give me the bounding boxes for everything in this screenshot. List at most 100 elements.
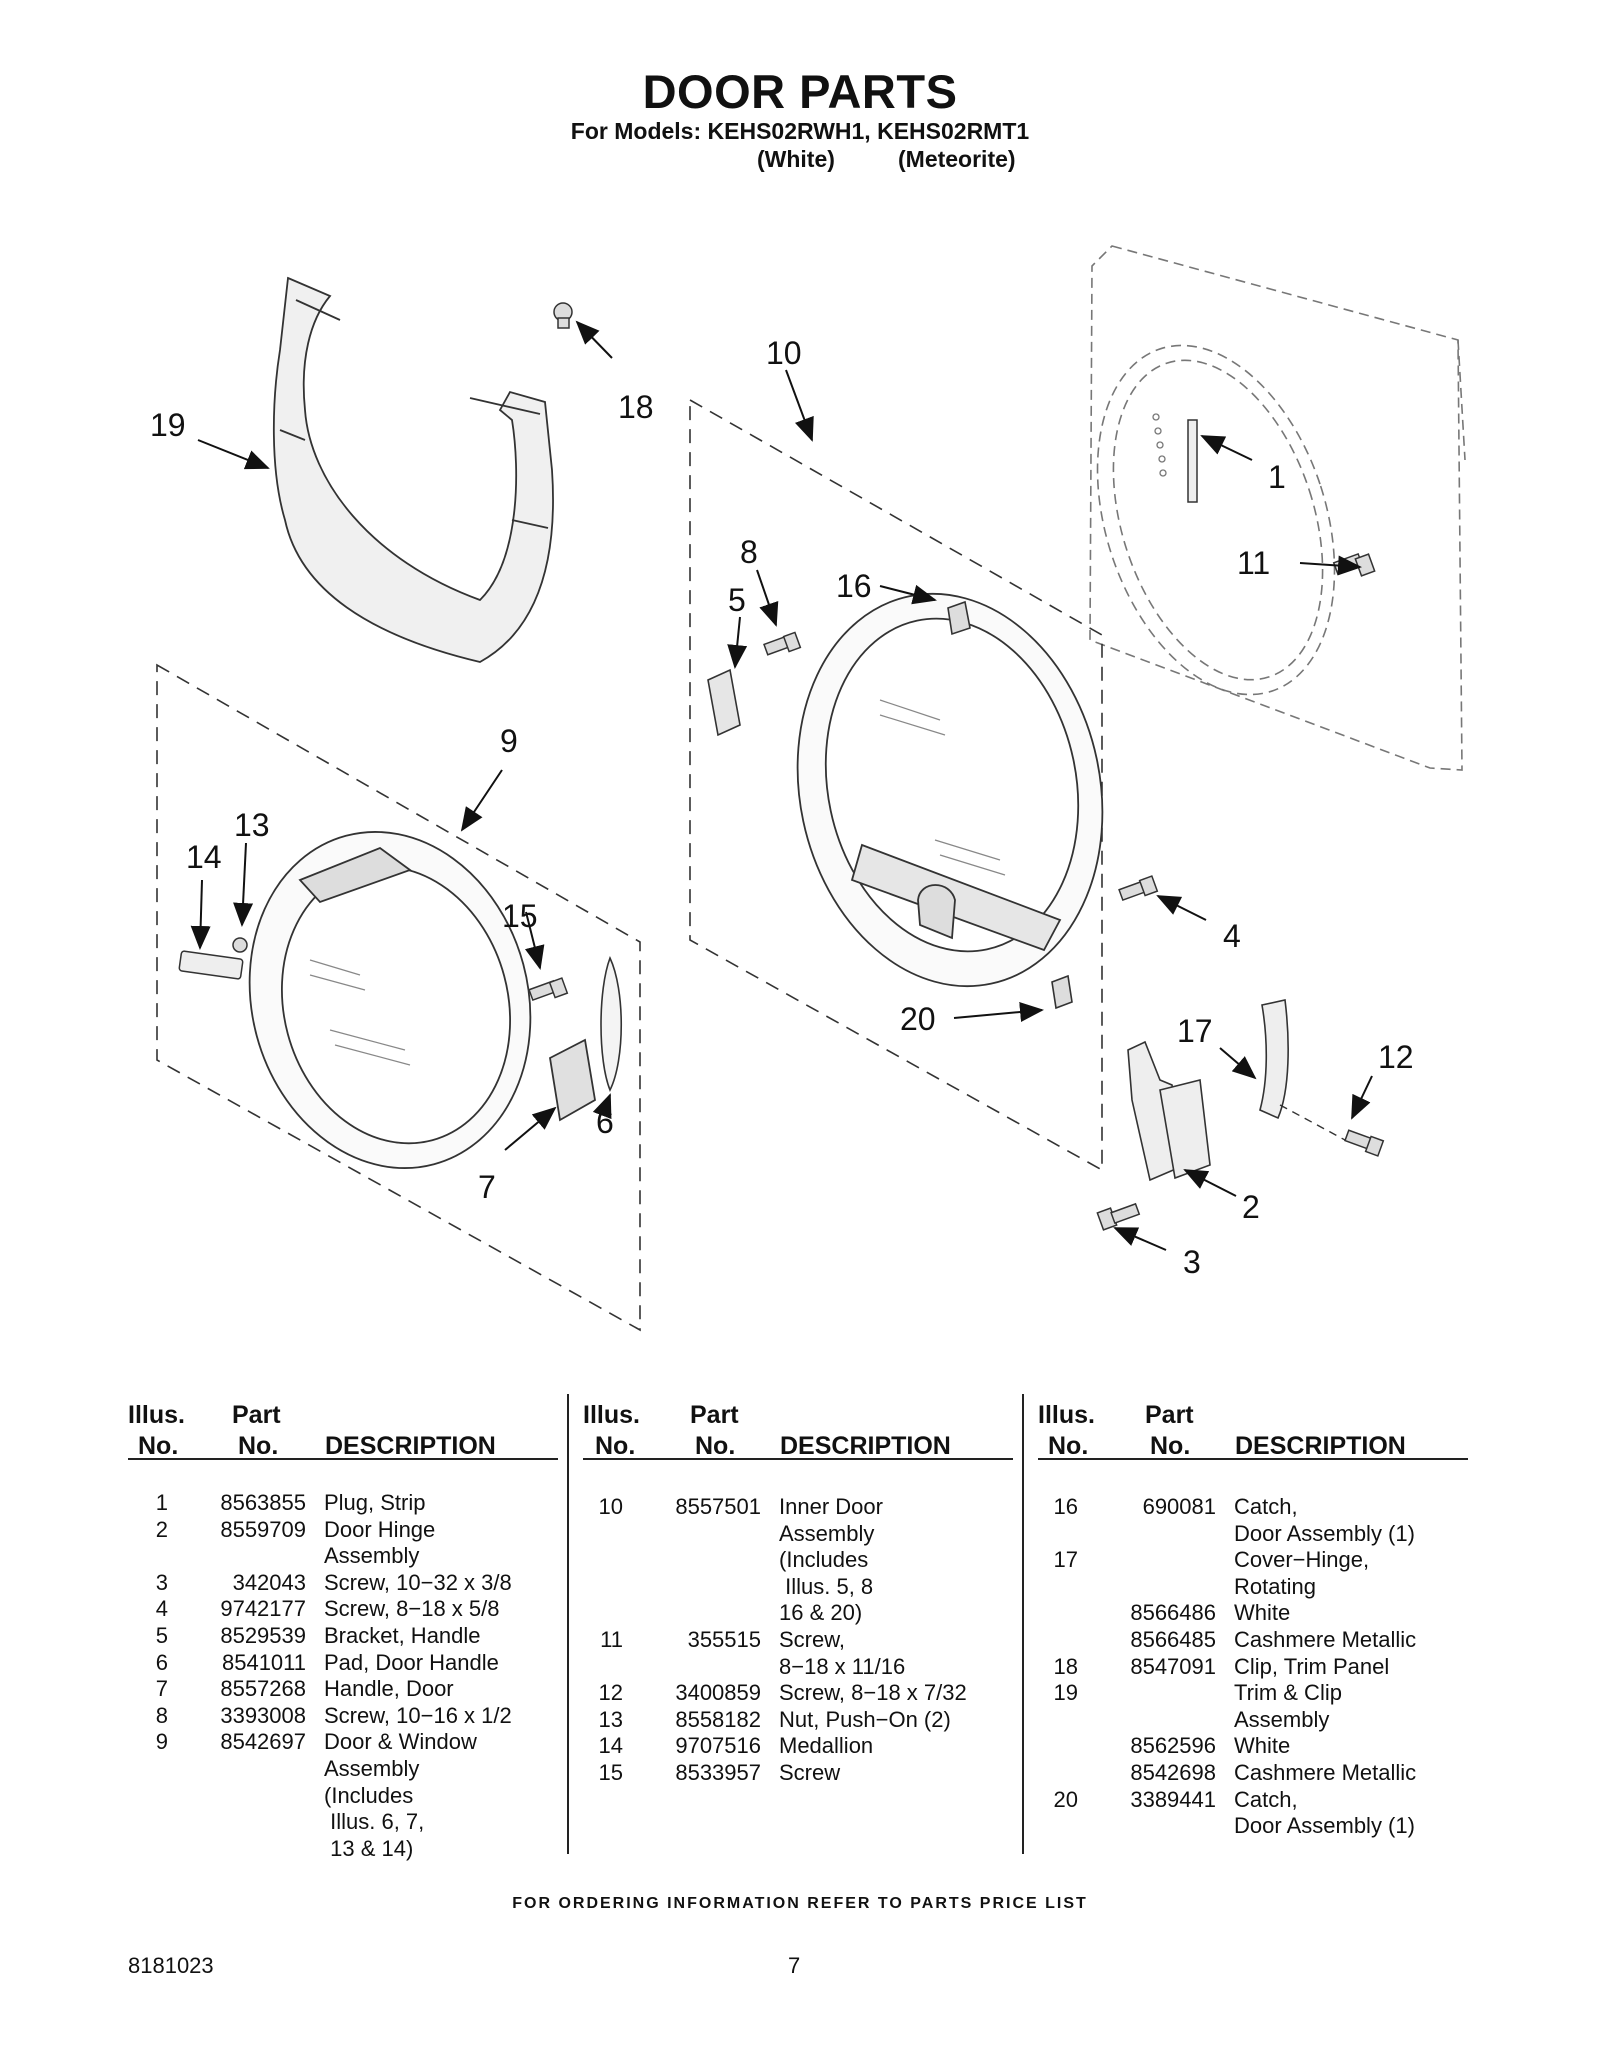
door-handle: [549, 1038, 596, 1122]
header-rule-3: [1038, 1458, 1468, 1460]
screw-4: [1118, 875, 1159, 902]
row-part-no: 3393008: [220, 1702, 306, 1728]
column-divider-1: [567, 1394, 569, 1854]
callout-7: 7: [478, 1169, 496, 1205]
row-description: Illus. 6, 7,: [324, 1809, 425, 1835]
inner-window-glare-lines: [879, 699, 1006, 876]
row-description: Screw: [779, 1760, 841, 1785]
screw-12: [1344, 1129, 1385, 1157]
header-rule-2: [583, 1458, 1013, 1460]
row-part-no: 8542697: [220, 1729, 306, 1755]
window-glare-lines: [309, 959, 411, 1066]
row-part-no: 9742177: [220, 1596, 306, 1622]
hinge-cover: [1259, 999, 1289, 1120]
row-part-no: 8558182: [675, 1706, 761, 1732]
row-description: Inner Door: [779, 1494, 883, 1519]
row-description: Cashmere Metallic: [1234, 1627, 1417, 1652]
row-illus-no: 6: [155, 1649, 168, 1675]
callout-5: 5: [728, 582, 746, 618]
page-title: DOOR PARTS: [642, 65, 958, 118]
callout-20: 20: [900, 1001, 936, 1037]
callout-4: 4: [1223, 918, 1241, 954]
row-description: (Includes: [779, 1547, 869, 1573]
document-number: 8181023: [128, 1953, 214, 1978]
row-illus-no: 4: [155, 1596, 168, 1622]
row-illus-no: 15: [598, 1760, 623, 1785]
row-description: Plug, Strip: [324, 1490, 426, 1515]
row-description: Screw, 8−18 x 7/32: [779, 1680, 967, 1706]
color-white: (White): [757, 146, 835, 172]
row-description: Clip, Trim Panel: [1234, 1653, 1390, 1679]
row-description: White: [1234, 1600, 1291, 1626]
row-part-no: 8541011: [221, 1649, 306, 1675]
row-illus-no: 16: [1053, 1494, 1078, 1519]
row-illus-no: 11: [600, 1627, 623, 1652]
row-part-no: 8566485: [1130, 1627, 1216, 1652]
door-window-box: [156, 663, 641, 1332]
row-illus-no: 5: [155, 1623, 168, 1648]
row-description: Cover−Hinge,: [1234, 1547, 1370, 1573]
callout-11: 11: [1237, 545, 1270, 581]
row-description: Screw, 8−18 x 5/8: [324, 1596, 500, 1622]
callout-19: 19: [150, 407, 186, 443]
row-part-no: 8559709: [220, 1516, 306, 1542]
row-description: Door Assembly (1): [1234, 1520, 1415, 1546]
row-description: Pad, Door Handle: [324, 1649, 499, 1675]
callout-17: 17: [1177, 1013, 1213, 1049]
row-description: Door Hinge: [324, 1516, 436, 1542]
header-description-1: DESCRIPTION: [325, 1432, 496, 1460]
row-part-no: 355515: [687, 1627, 761, 1652]
row-illus-no: 20: [1053, 1786, 1078, 1812]
row-description: Door Assembly (1): [1234, 1813, 1415, 1839]
row-part-no: 8562596: [1130, 1733, 1216, 1759]
exploded-parts-diagram: 1 2 3 4 5 6 7 8 9 10 11 12 13 14 15 16 1…: [150, 245, 1466, 1332]
row-description: Screw, 10−32 x 3/8: [324, 1569, 512, 1595]
row-description: White: [1234, 1733, 1291, 1759]
row-description: Nut, Push−On (2): [779, 1706, 951, 1732]
color-meteorite: (Meteorite): [898, 146, 1016, 172]
row-part-no: 8533957: [675, 1760, 761, 1785]
header-no-3b: No.: [1150, 1432, 1191, 1460]
row-description: (Includes: [324, 1782, 414, 1808]
row-illus-no: 8: [155, 1702, 168, 1728]
callout-8: 8: [740, 534, 758, 570]
row-illus-no: 1: [155, 1490, 168, 1515]
header-no-1a: No.: [138, 1432, 179, 1460]
row-description: Illus. 5, 8: [779, 1573, 874, 1599]
header-description-2: DESCRIPTION: [780, 1432, 951, 1460]
plug-strip: [1187, 419, 1198, 503]
row-description: Door & Window: [324, 1729, 477, 1755]
header-illus-2: Illus.: [583, 1401, 640, 1429]
row-part-no: 8529539: [220, 1623, 306, 1648]
row-description: Cashmere Metallic: [1234, 1760, 1417, 1785]
callout-13: 13: [234, 807, 270, 843]
row-illus-no: 14: [598, 1733, 623, 1759]
header-part-3: Part: [1145, 1401, 1194, 1429]
row-description: Catch,: [1234, 1494, 1298, 1519]
screw-15: [528, 977, 569, 1002]
callout-12: 12: [1378, 1039, 1414, 1075]
row-description: Handle, Door: [324, 1676, 454, 1702]
row-illus-no: 13: [598, 1706, 623, 1732]
row-description: Catch,: [1234, 1786, 1298, 1812]
header-no-2b: No.: [695, 1432, 736, 1460]
header-illus-1: Illus.: [128, 1401, 185, 1429]
row-illus-no: 18: [1053, 1653, 1078, 1679]
column-divider-2: [1022, 1394, 1024, 1854]
row-part-no: 8542698: [1130, 1760, 1216, 1785]
row-illus-no: 9: [155, 1729, 168, 1755]
row-part-no: 8557268: [220, 1676, 306, 1702]
row-illus-no: 10: [598, 1494, 623, 1519]
callout-3: 3: [1183, 1244, 1201, 1280]
inner-door-box: [689, 398, 1103, 1172]
callout-14: 14: [186, 839, 222, 875]
row-description: 16 & 20): [779, 1600, 863, 1626]
door-hinge: [1127, 1040, 1211, 1182]
header-part-1: Part: [232, 1401, 281, 1429]
row-description: Bracket, Handle: [324, 1623, 481, 1648]
row-part-no: 9707516: [675, 1733, 761, 1759]
row-part-no: 690081: [1142, 1494, 1216, 1519]
door-handle-pad: [600, 955, 623, 1092]
row-illus-no: 19: [1053, 1680, 1078, 1706]
row-description: Assembly: [1234, 1706, 1330, 1732]
